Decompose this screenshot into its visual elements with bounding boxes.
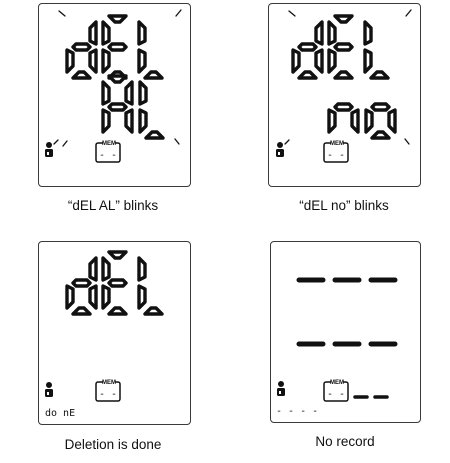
segment-e [137, 284, 147, 310]
segment-text-al [101, 74, 165, 140]
display-panel-deletion-done: MEM - - do nE [38, 241, 191, 425]
segment-g [107, 102, 128, 112]
svg-text:MEM: MEM [102, 380, 116, 386]
segment-a [107, 74, 128, 84]
segment-f [137, 256, 147, 282]
segment-f [137, 20, 147, 46]
segment-e [101, 48, 111, 74]
segment-f [101, 20, 111, 46]
segment-g [107, 42, 128, 52]
lcd-screen: MEM - - [276, 9, 412, 163]
user-icon [276, 142, 284, 157]
segment-d [333, 70, 354, 80]
segment-e [327, 108, 337, 134]
user-icon [277, 381, 285, 396]
svg-text:- -: - - [99, 150, 117, 161]
status-text-done: do nE [45, 408, 75, 419]
segment-d [71, 70, 92, 80]
segment-g [370, 102, 391, 112]
segment-e [65, 48, 75, 74]
segment-g [71, 278, 92, 288]
svg-text:MEM: MEM [102, 141, 116, 147]
svg-text:- -: - - [327, 150, 345, 161]
segment-c [387, 108, 397, 134]
segment-e [327, 48, 337, 74]
segment-b [88, 256, 98, 282]
segment-c [88, 48, 98, 74]
memory-icon: MEM - - [95, 378, 121, 402]
segment-e [101, 284, 111, 310]
segment-e [363, 48, 373, 74]
segment-d [144, 130, 165, 140]
status-text-empty: - - - - [276, 406, 318, 417]
caption-del-al: “dEL AL” blinks [67, 198, 159, 213]
segment-d [143, 70, 164, 80]
segment-a [333, 14, 354, 24]
segment-d [107, 306, 128, 316]
blink-indicator-rays [58, 9, 182, 147]
svg-text:MEM: MEM [330, 141, 344, 147]
lcd-screen: - - - - - - MEM - - - - - - [271, 242, 398, 417]
segment-text-del [65, 250, 164, 316]
display-top-text: - - - [271, 242, 273, 243]
segment-a [107, 14, 128, 24]
segment-d [370, 130, 391, 140]
segment-e [101, 108, 111, 134]
segment-e [137, 48, 147, 74]
user-icon [45, 142, 53, 157]
segment-g [71, 42, 92, 52]
lcd-screen: MEM - - [45, 9, 182, 163]
segment-b [88, 20, 98, 46]
segment-d [143, 306, 164, 316]
segment-d [71, 306, 92, 316]
segment-e [364, 108, 374, 134]
blink-indicator-rays [288, 9, 412, 145]
lcd-screen: MEM - - do nE [45, 250, 164, 419]
segment-e [291, 48, 301, 74]
display-bottom-text: - - - [271, 242, 273, 243]
segment-b [124, 80, 134, 106]
segment-g [297, 42, 318, 52]
segment-f [101, 80, 111, 106]
segment-d [369, 70, 390, 80]
memory-icon: MEM - - [323, 139, 349, 163]
segment-c [314, 48, 324, 74]
caption-del-no: “dEL no” blinks [299, 198, 389, 213]
segment-text-no [327, 102, 397, 140]
memory-icon: MEM - - [95, 139, 121, 163]
segment-f [327, 20, 337, 46]
svg-text:- -: - - [327, 389, 345, 400]
segment-f [101, 256, 111, 282]
display-panel-no-record: - - - - - - MEM - - - - - - [270, 241, 421, 423]
segment-f [138, 80, 148, 106]
display-panel-del-no: MEM - - [268, 3, 421, 187]
segment-c [350, 108, 360, 134]
segment-f [363, 20, 373, 46]
segment-g [333, 42, 354, 52]
user-icon [45, 382, 53, 397]
segment-e [65, 284, 75, 310]
display-panel-del-al: MEM - - [38, 3, 191, 187]
caption-no-record: No record [315, 434, 375, 449]
segment-d [297, 70, 318, 80]
segment-text-del [65, 14, 164, 80]
segment-g [333, 102, 354, 112]
segment-c [88, 284, 98, 310]
segment-a [107, 250, 128, 260]
segment-b [314, 20, 324, 46]
segment-c [124, 108, 134, 134]
memory-icon: MEM - - [323, 378, 349, 402]
segment-g [107, 278, 128, 288]
svg-text:- -: - - [99, 389, 117, 400]
segment-e [138, 108, 148, 134]
segment-text-del [291, 14, 390, 80]
caption-deletion-done: Deletion is done [64, 437, 162, 452]
svg-text:MEM: MEM [330, 380, 344, 386]
